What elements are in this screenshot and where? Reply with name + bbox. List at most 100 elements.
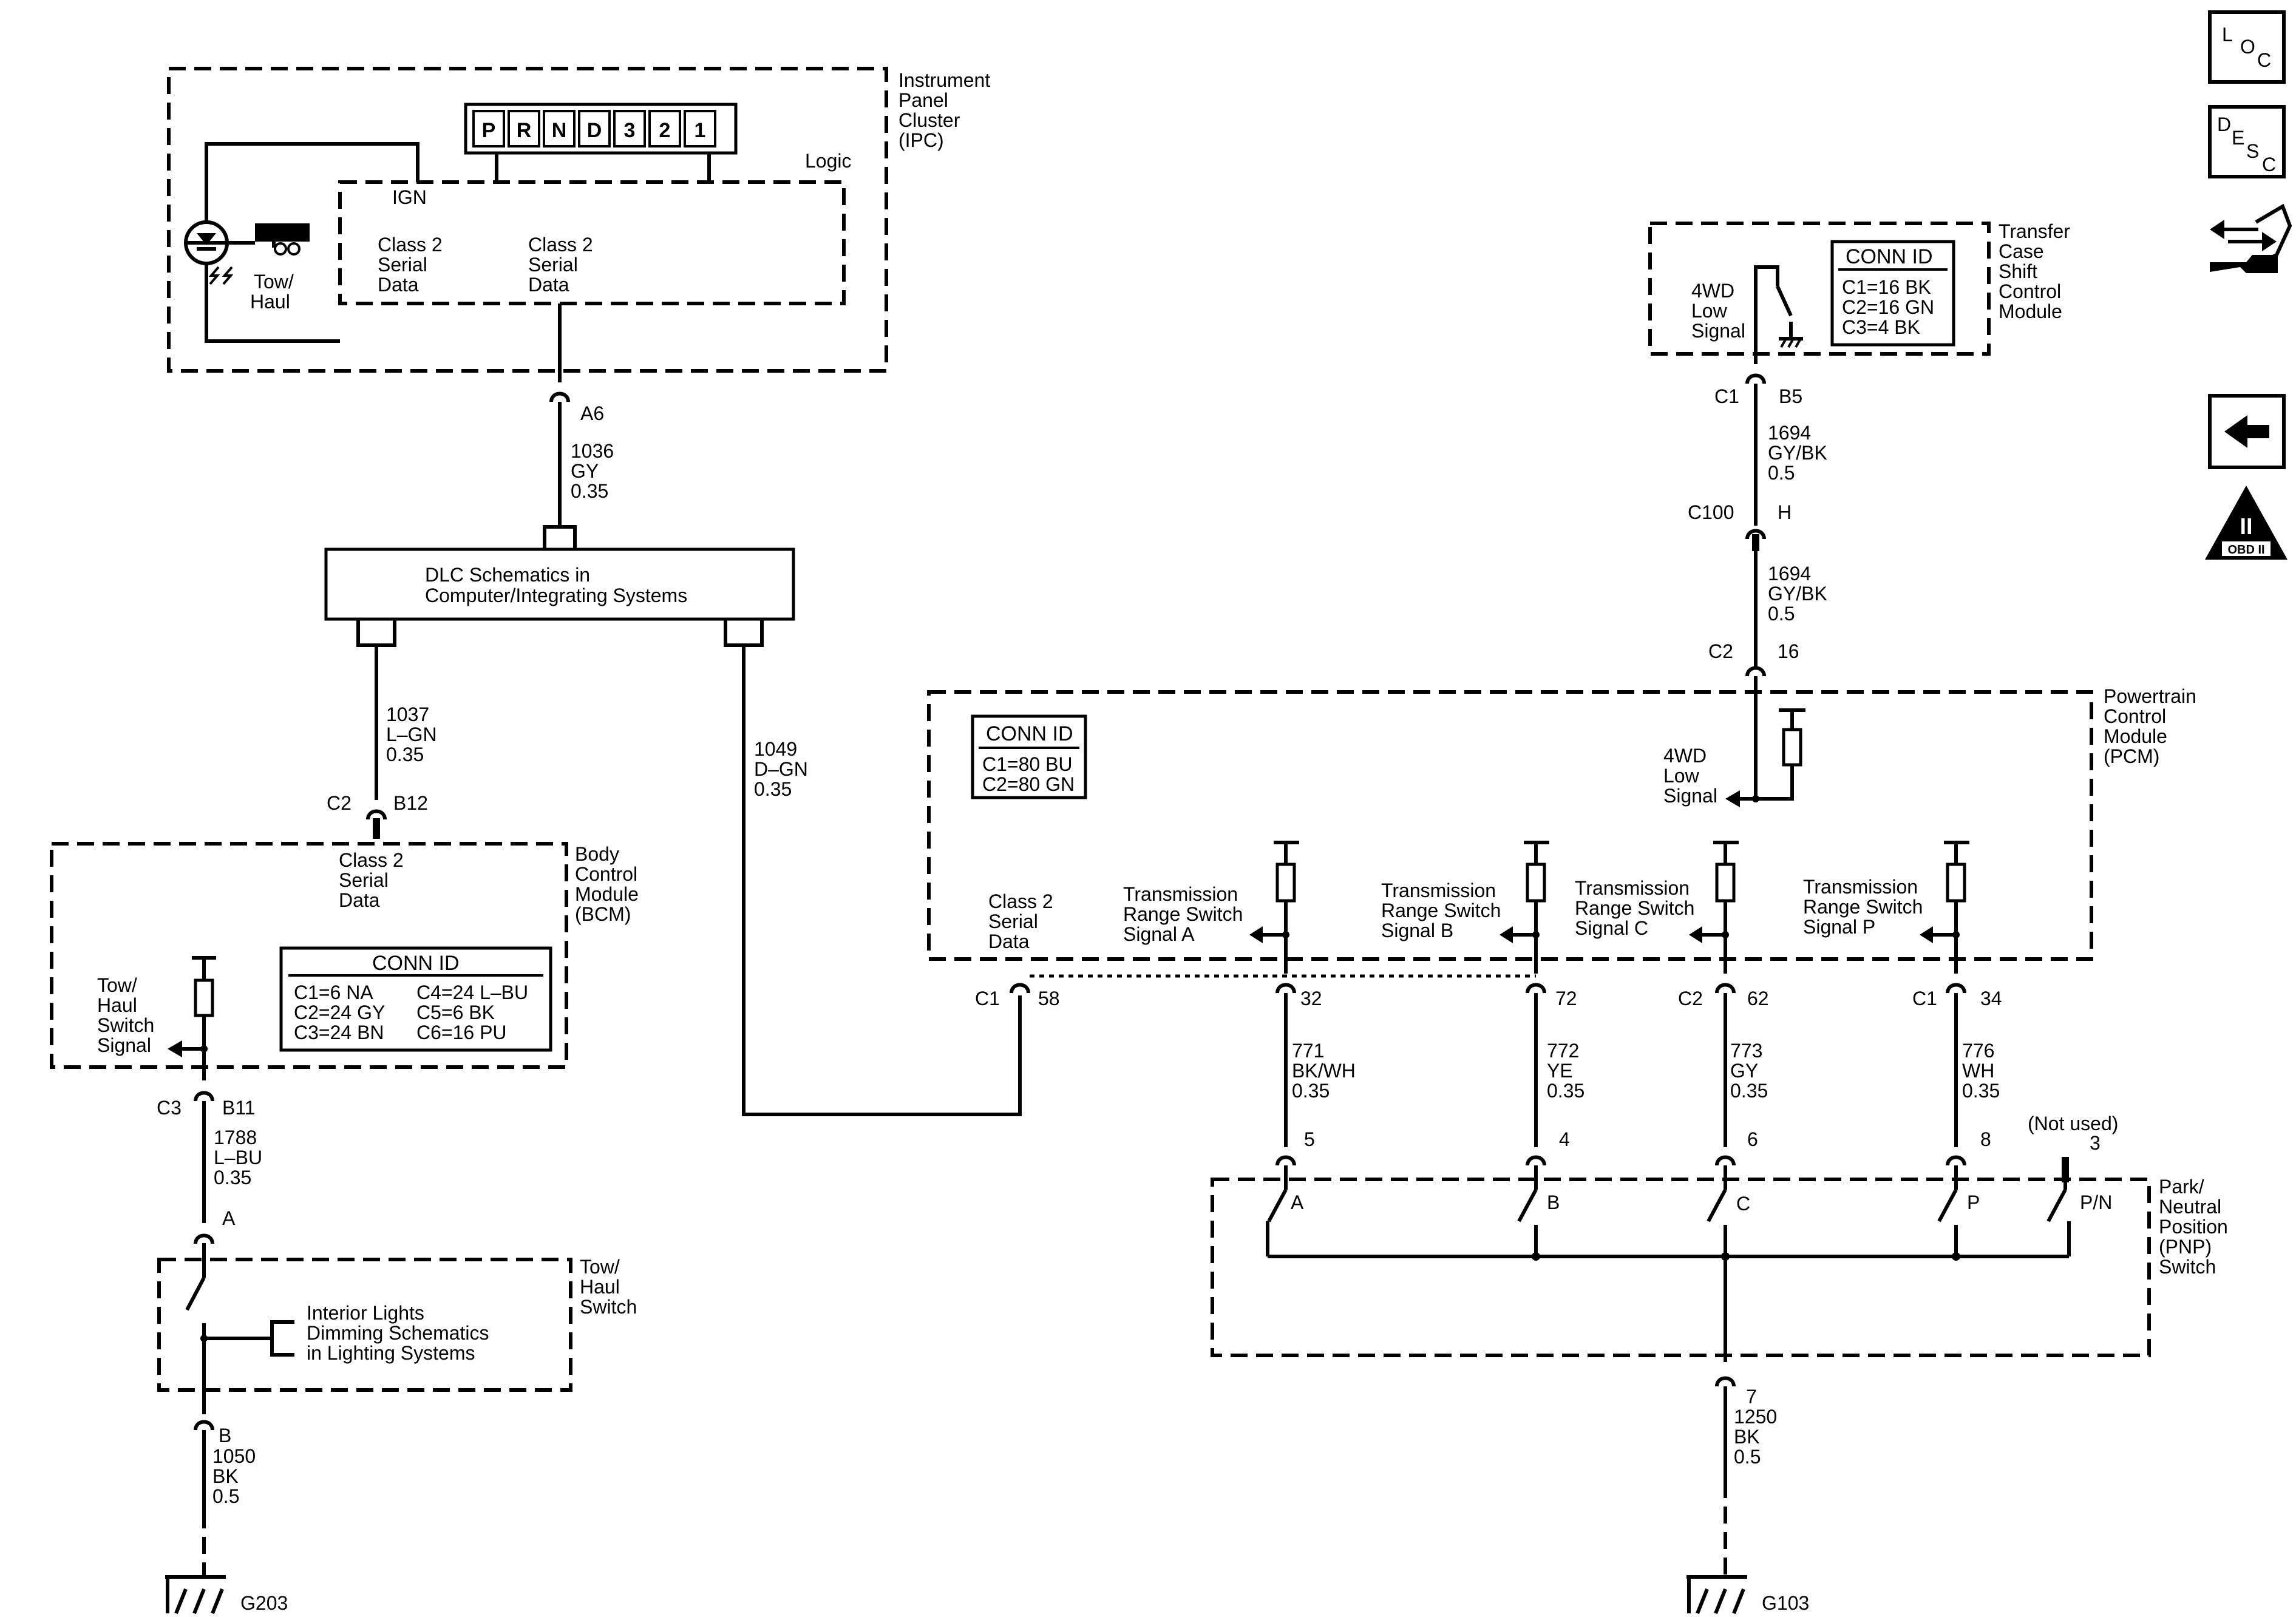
connector-pcm-pin <box>1948 985 1965 994</box>
connector-62-label: 62 <box>1747 988 1769 1009</box>
ground-g103-icon <box>1686 1575 1747 1615</box>
ipc-serial-left: Class 2 Serial Data <box>378 234 448 296</box>
gear-cell-3 <box>613 110 646 147</box>
svg-text:P: P <box>1967 1192 1980 1213</box>
connector-72-label: 72 <box>1555 988 1577 1009</box>
bcm-serial: Class 2 Serial Data <box>339 849 409 911</box>
ground-g103-label: G103 <box>1762 1592 1809 1614</box>
svg-text:C1=80 BU: C1=80 BU <box>982 753 1073 775</box>
svg-text:C3=24 BN: C3=24 BN <box>294 1022 384 1043</box>
connector-c3-b11 <box>195 1093 212 1102</box>
connector-a6-label: A6 <box>580 402 604 424</box>
pcm-trs-p: Transmission Range Switch Signal P <box>1803 876 1928 938</box>
connector-pnp-pin <box>1948 1158 1965 1166</box>
tow-haul-switch: Tow/ Haul Switch Interior Lights Dimming… <box>157 1256 637 1414</box>
svg-text:II: II <box>2240 514 2252 540</box>
transfer-case-shift-control-module: Transfer Case Shift Control Module 4WD L… <box>1648 220 2076 364</box>
pnp-not-used-label: (Not used) <box>2028 1113 2118 1134</box>
connector-c2-16 <box>1747 668 1764 677</box>
gear-cell-2 <box>648 110 681 147</box>
gear-label: 2 <box>659 119 671 142</box>
svg-text:A: A <box>1291 1192 1304 1213</box>
svg-text:C4=24 L–BU: C4=24 L–BU <box>416 981 528 1003</box>
pcm-serial: Class 2 Serial Data <box>988 890 1059 952</box>
tcscm-name: Transfer Case Shift Control Module <box>1999 220 2076 322</box>
connector-c1-58-label: C1 <box>975 988 1000 1009</box>
gear-cell-P <box>472 110 505 147</box>
pull-up-resistor <box>1715 863 1736 903</box>
gear-cell-R <box>508 110 540 147</box>
svg-text:B: B <box>1547 1192 1560 1213</box>
obd-ii-icon: II OBD II <box>2222 514 2271 557</box>
desc-button[interactable]: D E S C <box>2208 105 2286 178</box>
svg-text:C2=80 GN: C2=80 GN <box>982 773 1075 795</box>
connector-c3-bcm-label: C3 <box>157 1097 182 1119</box>
connector-c2-62-label: C2 <box>1678 988 1703 1009</box>
tcscm-signal: 4WD Low Signal <box>1691 280 1745 342</box>
back-arrow-icon <box>2224 415 2269 448</box>
connector-pcm-pin <box>1527 985 1544 994</box>
svg-text:C1=16 BK: C1=16 BK <box>1842 276 1931 298</box>
loc-button[interactable]: L O C <box>2208 10 2286 84</box>
pull-up-resistor <box>1526 863 1546 903</box>
svg-text:C5=6 BK: C5=6 BK <box>416 1002 495 1023</box>
connector-pnp-3-label: 3 <box>2090 1132 2101 1154</box>
wire-1788: 1788 L–BU 0.35 <box>214 1127 268 1188</box>
svg-text:P/N: P/N <box>2080 1192 2112 1213</box>
connector-switch-a <box>195 1236 212 1244</box>
svg-text:CONN ID: CONN ID <box>986 722 1073 745</box>
connector-c100-label: C100 <box>1688 501 1734 523</box>
gear-label: D <box>587 119 602 142</box>
connector-switch-b-label: B <box>219 1425 231 1446</box>
connector-16-label: 16 <box>1778 640 1799 662</box>
svg-text:CONN ID: CONN ID <box>372 952 460 975</box>
pnp-name: Park/ Neutral Position (PNP) Switch <box>2159 1176 2233 1278</box>
connector-c2-bcm-label: C2 <box>327 792 352 814</box>
connector-a6 <box>551 394 568 402</box>
pcm-trs-b: Transmission Range Switch Signal B <box>1381 880 1506 941</box>
connector-pcm-pin <box>1717 985 1734 994</box>
connector-c1-34-label: C1 <box>1912 988 1937 1009</box>
gear-label: R <box>517 119 532 142</box>
dimming-schematics-link[interactable]: Interior Lights Dimming Schematics in Li… <box>307 1302 494 1364</box>
wire-773: 773 GY 0.35 <box>1730 1040 1768 1102</box>
gear-cell-N <box>543 110 576 147</box>
pull-up-resistor <box>1275 863 1296 903</box>
obd-ii-button[interactable]: II OBD II <box>2205 486 2288 560</box>
ign-label: IGN <box>392 186 427 208</box>
tow-haul-lamp-icon <box>184 220 310 285</box>
ground-g203-label: G203 <box>240 1592 288 1614</box>
connector-c2-b12 <box>368 812 385 820</box>
gear-cell-1 <box>684 110 716 147</box>
connector-pnp-5-label: 5 <box>1304 1128 1315 1150</box>
wire-1037: 1037 L–GN 0.35 <box>386 703 442 765</box>
gear-label: 3 <box>624 119 636 142</box>
connector-pnp-pin <box>1277 1158 1294 1166</box>
connector-c1-tcs-label: C1 <box>1714 385 1739 407</box>
wire-1050: 1050 BK 0.5 <box>212 1445 261 1507</box>
wire-1694-upper: 1694 GY/BK 0.5 <box>1768 422 1833 484</box>
pcm-trs-c: Transmission Range Switch Signal C <box>1575 877 1700 939</box>
gear-label: 1 <box>695 119 706 142</box>
svg-text:CONN ID: CONN ID <box>1846 245 1933 268</box>
ipc-serial-right: Class 2 Serial Data <box>528 234 599 296</box>
back-button[interactable] <box>2208 394 2286 469</box>
connector-b5-label: B5 <box>1779 385 1802 407</box>
pcm-4wd-signal: 4WD Low Signal <box>1663 745 1717 807</box>
svg-text:C3=4 BK: C3=4 BK <box>1842 316 1920 338</box>
connector-b11-label: B11 <box>222 1097 256 1119</box>
connector-tool-icon[interactable] <box>2210 203 2292 273</box>
svg-text:OBD II: OBD II <box>2227 543 2264 557</box>
pull-up-resistor <box>1946 863 1966 903</box>
svg-text:C2=24 GY: C2=24 GY <box>294 1002 385 1023</box>
dlc-schematics-box[interactable]: DLC Schematics in Computer/Integrating S… <box>324 547 795 621</box>
svg-text:C1=6 NA: C1=6 NA <box>294 981 373 1003</box>
wire-771: 771 BK/WH 0.35 <box>1292 1040 1361 1102</box>
ground-g203-icon <box>165 1575 226 1615</box>
connector-c1-58 <box>1011 985 1028 994</box>
connector-58-label: 58 <box>1038 988 1060 1009</box>
wire-1049: 1049 D–GN 0.35 <box>754 738 813 800</box>
